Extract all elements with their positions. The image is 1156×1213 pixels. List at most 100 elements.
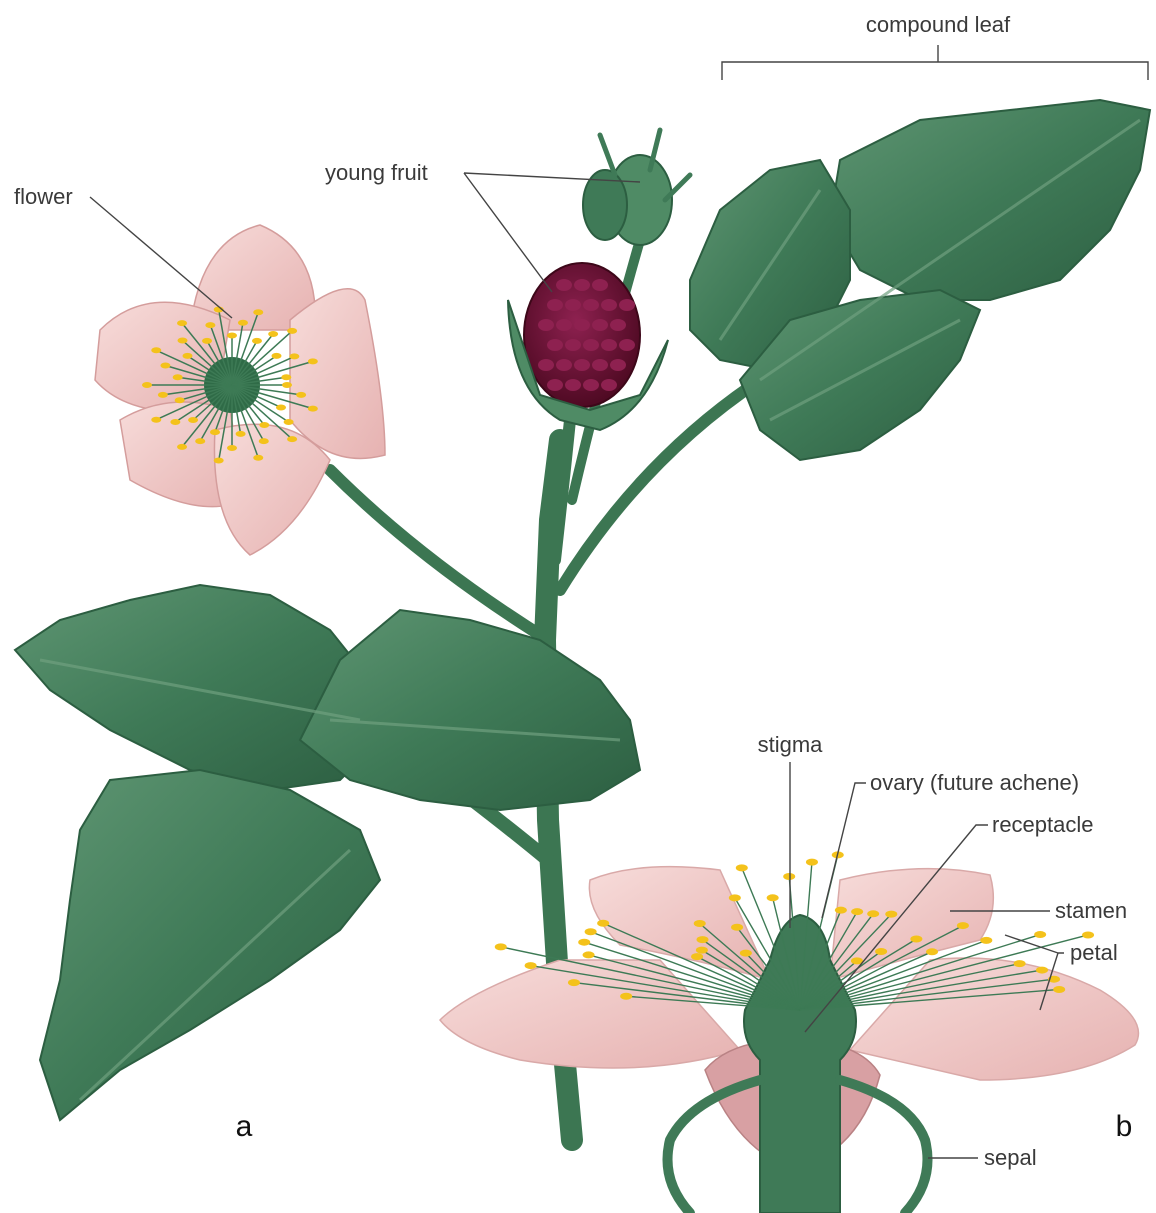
stamen-anther — [620, 993, 632, 1000]
stamen-anther — [926, 948, 938, 955]
drupelet — [592, 359, 608, 371]
stamen-anther — [597, 920, 609, 927]
stamen-anther — [236, 431, 246, 437]
stamen-anther — [1034, 931, 1046, 938]
panel-label-b: b — [1116, 1110, 1133, 1143]
stamen-anther — [694, 920, 706, 927]
stamen-anther — [276, 404, 286, 410]
drupelet — [619, 299, 635, 311]
compound-leaf-bracket — [722, 45, 1148, 80]
panel-label-a: a — [236, 1110, 253, 1143]
stamen-anther — [740, 950, 752, 957]
drupelet — [556, 279, 572, 291]
stamen-anther — [691, 953, 703, 960]
lower-center-leaf — [300, 610, 640, 810]
drupelet — [592, 319, 608, 331]
stamen-anther — [851, 908, 863, 915]
stamen-anther — [151, 347, 161, 353]
drupelet — [565, 299, 581, 311]
stamen-anther — [308, 358, 318, 364]
label-petal: petal — [1070, 940, 1118, 965]
stamen-anther — [158, 392, 168, 398]
stamen-anther — [308, 406, 318, 412]
stamen-anther — [160, 363, 170, 369]
stamen-anther — [205, 322, 215, 328]
stamen-anther — [287, 328, 297, 334]
stamen-anther — [227, 445, 237, 451]
stamen-anther — [980, 937, 992, 944]
drupelet — [547, 299, 563, 311]
stamen-anther — [583, 951, 595, 958]
stamen-anther — [296, 392, 306, 398]
stamen-anther — [259, 422, 269, 428]
stamen-anther — [178, 337, 188, 343]
stamen-anther — [268, 331, 278, 337]
drupelet — [565, 379, 581, 391]
label-stigma: stigma — [758, 732, 824, 757]
stamen-anther — [696, 947, 708, 954]
stamen-anther — [525, 962, 537, 969]
label-young-fruit: young fruit — [325, 160, 428, 185]
drupelet — [601, 299, 617, 311]
stamen-anther — [238, 320, 248, 326]
label-stamen: stamen — [1055, 898, 1127, 923]
stamen-anther — [195, 438, 205, 444]
stamen-anther — [736, 864, 748, 871]
stamen-anther — [282, 382, 292, 388]
stamen-anther — [767, 894, 779, 901]
label-sepal: sepal — [984, 1145, 1037, 1170]
drupelet — [565, 339, 581, 351]
stamen-anther — [289, 353, 299, 359]
drupelet — [601, 339, 617, 351]
stamen-anther — [151, 417, 161, 423]
drupelet — [592, 279, 608, 291]
stamen-anther — [177, 444, 187, 450]
label-compound-leaf: compound leaf — [866, 12, 1011, 37]
stamen-anther — [910, 936, 922, 943]
flower-stalk — [330, 470, 548, 640]
stamen-anther — [177, 320, 187, 326]
stamen-anther — [142, 382, 152, 388]
stamen-anther — [227, 333, 237, 339]
stamen-anther — [585, 928, 597, 935]
drupelet — [538, 319, 554, 331]
stamen-anther — [783, 873, 795, 880]
drupelet — [601, 379, 617, 391]
stamen-anther — [253, 455, 263, 461]
stamen-anther — [173, 374, 183, 380]
stamen-anther — [175, 397, 185, 403]
drupelet — [583, 299, 599, 311]
stamen-anther — [183, 353, 193, 359]
drupelet — [574, 279, 590, 291]
stamen-anther — [202, 338, 212, 344]
drupelet — [547, 379, 563, 391]
stamen-anther — [731, 924, 743, 931]
stamen-anther — [875, 948, 887, 955]
flower-blossom — [95, 225, 385, 555]
stamen-anther — [188, 417, 198, 423]
stamen-anther — [957, 922, 969, 929]
stamen-anther — [495, 943, 507, 950]
stamen-anther — [170, 419, 180, 425]
stamen-anther — [253, 309, 263, 315]
drupelet — [547, 339, 563, 351]
drupelet — [583, 379, 599, 391]
stamen-anther — [259, 438, 269, 444]
stamen-anther — [1014, 960, 1026, 967]
bottom-leaf — [40, 770, 380, 1120]
stamen-anther — [271, 353, 281, 359]
stamen-anther — [885, 911, 897, 918]
stamen-anther — [1036, 967, 1048, 974]
stamen-anther — [867, 910, 879, 917]
petal-right — [290, 289, 385, 459]
stamen-anther — [287, 436, 297, 442]
stamen-anther — [806, 859, 818, 866]
stamen-anther — [835, 907, 847, 914]
label-receptacle: receptacle — [992, 812, 1094, 837]
stamen-anther — [252, 338, 262, 344]
leader-flower — [90, 197, 232, 318]
section-petal-left — [440, 960, 740, 1068]
stamen-anther — [697, 936, 709, 943]
drupelet — [574, 319, 590, 331]
